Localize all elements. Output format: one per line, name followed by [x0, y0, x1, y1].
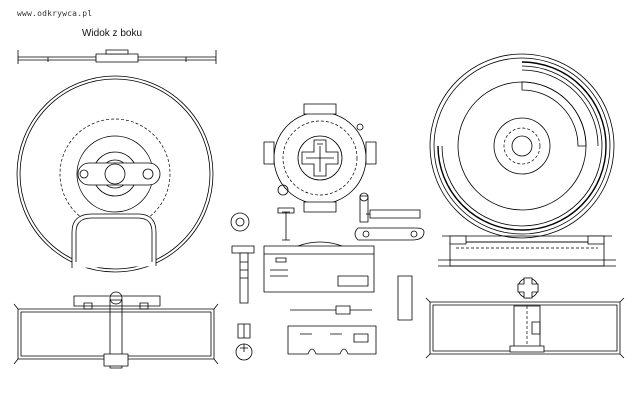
cover-side-section — [438, 236, 616, 266]
reel-front-view — [17, 76, 213, 272]
cover-disc — [430, 54, 614, 238]
crank-latch-group — [355, 193, 424, 240]
side-view-label: Widok z boku — [82, 28, 143, 39]
latch-plate — [288, 306, 376, 354]
reel-side-section — [14, 292, 218, 368]
small-parts — [231, 208, 294, 360]
rotor-disc — [264, 104, 376, 212]
lower-right-section — [426, 278, 624, 358]
spacer-bar — [398, 276, 412, 320]
housing-block — [264, 242, 374, 292]
site-watermark: www.odkrywca.pl — [17, 9, 93, 18]
side-view-bar — [18, 50, 216, 64]
